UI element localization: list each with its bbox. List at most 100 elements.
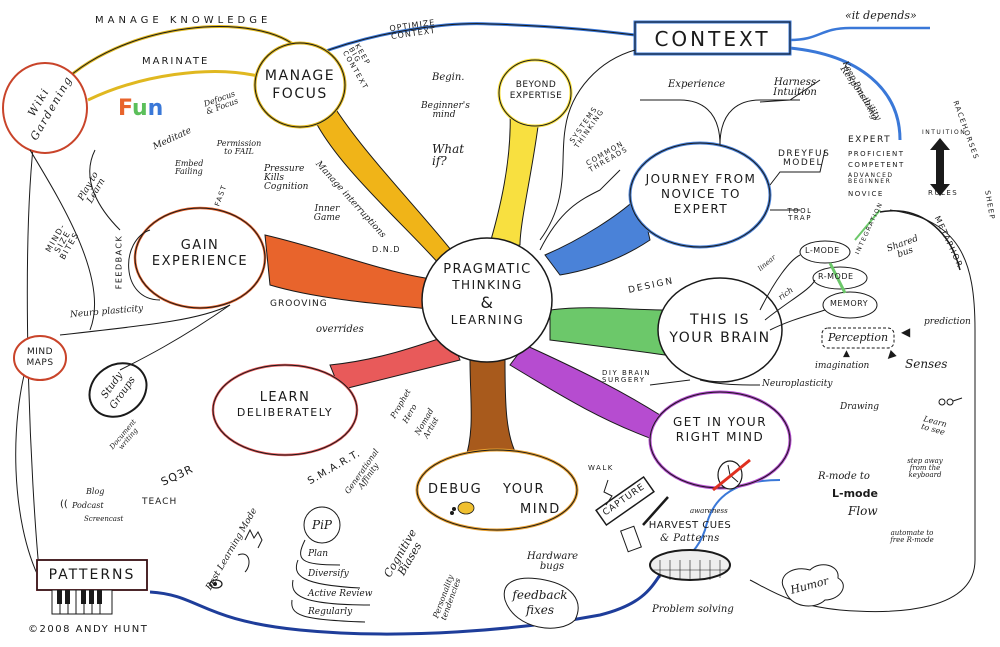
feedback-fixes-line-2: fixes xyxy=(525,603,555,617)
l-mode-node[interactable]: L-MODE xyxy=(805,246,840,255)
gain-node[interactable]: GAIN EXPERIENCE xyxy=(140,238,260,271)
intuition-rules-arrow-icon xyxy=(930,138,950,196)
label-pip-active-review: Active Review xyxy=(308,589,373,599)
label-tool-trap: TOOL TRAP xyxy=(787,207,813,222)
harvest-line-2: & Patterns xyxy=(660,532,720,544)
label-problem-solving: Problem solving xyxy=(652,604,734,615)
label-pip-plan: Plan xyxy=(308,549,329,559)
journey-ink xyxy=(629,142,771,248)
learn-ink xyxy=(212,364,358,456)
label-pressure-kills: Pressure Kills Cognition xyxy=(264,164,309,192)
label-walk: WALK xyxy=(588,464,614,472)
label-drawing: Drawing xyxy=(840,402,880,412)
walk-icon xyxy=(603,479,613,506)
label-overrides: overrides xyxy=(316,324,364,335)
humor-node-shape xyxy=(782,564,844,607)
patterns-node[interactable]: PATTERNS xyxy=(37,567,147,585)
imagination-arrow-icon: ▲ xyxy=(843,349,850,359)
label-pip-diversify: Diversify xyxy=(308,569,349,579)
label-dreyfus-proficient: PROFICIENT xyxy=(848,150,905,158)
branch-right-mind xyxy=(509,344,661,441)
glasses-icon xyxy=(938,397,963,406)
r-mode-node[interactable]: R-MODE xyxy=(818,272,854,281)
label-dreyfus-expert: EXPERT xyxy=(848,135,892,145)
gain-ink xyxy=(134,207,266,309)
hand-icon xyxy=(244,528,263,549)
context-node[interactable]: CONTEXT xyxy=(635,27,790,52)
brain-node-shape xyxy=(657,277,783,383)
label-step-away: step away from the keyboard xyxy=(907,457,943,479)
pip-node[interactable]: PiP xyxy=(304,518,340,533)
study-groups-node-shape xyxy=(88,362,148,418)
label-grooving: GROOVING xyxy=(270,299,328,309)
wiki-node-shape xyxy=(2,62,88,154)
label-dreyfus-competent: COMPETENT xyxy=(848,161,905,169)
debug-line-1: DEBUG xyxy=(428,482,483,497)
learn-node[interactable]: LEARN DELIBERATELY xyxy=(215,390,355,420)
patterns-label: PATTERNS xyxy=(48,567,136,583)
right-mind-line-2: RIGHT MIND xyxy=(675,430,765,444)
label-automate: automate to free R-mode xyxy=(890,529,934,544)
mindmaps-to-patterns xyxy=(15,359,41,581)
responsibility-curve xyxy=(789,46,902,141)
label-fun: Fun xyxy=(118,98,163,120)
broadcast-icon: (( xyxy=(60,499,68,510)
memory-node-shape xyxy=(822,291,878,319)
manage-focus-node[interactable]: MANAGE FOCUS xyxy=(262,68,338,103)
it-depends-curve xyxy=(789,26,930,42)
harvest-node[interactable]: HARVEST CUES & Patterns xyxy=(640,520,740,545)
memory-node[interactable]: MEMORY xyxy=(830,299,869,308)
label-hardware-bugs: Hardware bugs xyxy=(527,551,579,572)
manage-focus-ink xyxy=(254,42,346,128)
gain-line-1: GAIN xyxy=(180,238,220,253)
harvest-basket-weave xyxy=(652,560,728,580)
journey-node[interactable]: JOURNEY FROM NOVICE TO EXPERT xyxy=(638,172,764,217)
beyond-expertise-node[interactable]: BEYOND EXPERTISE xyxy=(500,80,572,103)
fun-letter-f: F xyxy=(118,96,132,121)
label-marinate: MARINATE xyxy=(142,56,210,67)
mind-maps-node[interactable]: MIND MAPS xyxy=(17,347,63,370)
label-experience: Experience xyxy=(668,79,726,90)
l-mode-node-shape xyxy=(799,240,851,264)
metaphor-arc xyxy=(879,210,961,271)
branch-beyond-expertise xyxy=(487,109,541,251)
mind-maps-node-shape xyxy=(13,335,67,381)
feedback-fixes-node[interactable]: feedback fixes xyxy=(505,588,575,618)
right-mind-node[interactable]: GET IN YOUR RIGHT MIND xyxy=(655,415,785,445)
label-dreyfus-novice: NOVICE xyxy=(848,190,884,198)
center-line-4: LEARNING xyxy=(450,313,525,328)
label-flow: Flow xyxy=(848,504,878,518)
journey-line-3: EXPERT xyxy=(673,202,729,216)
feedback-fixes-shape xyxy=(503,577,579,629)
right-mind-line-1: GET IN YOUR xyxy=(672,415,768,429)
beyond-expertise-line-2: EXPERTISE xyxy=(509,91,563,102)
label-inner-game: Inner Game xyxy=(313,204,341,223)
center-line-2: THINKING xyxy=(452,278,523,293)
perception-node[interactable]: Perception xyxy=(828,331,889,344)
label-harness-intuition: Harness Intuition xyxy=(773,77,817,98)
label-rules: RULES xyxy=(928,189,959,197)
patterns-blue-curve xyxy=(149,574,662,636)
brain-node[interactable]: THIS IS YOUR BRAIN xyxy=(660,312,780,347)
debug-line-3: MIND xyxy=(520,502,561,517)
harvest-line-1: HARVEST CUES xyxy=(648,520,732,531)
context-ink xyxy=(634,21,791,55)
mind-maps-line-2: MAPS xyxy=(26,358,54,369)
fun-letter-u: u xyxy=(131,96,148,121)
label-screencast: Screencast xyxy=(84,515,124,523)
label-diy-brain-surgery: DIY BRAIN SURGERY xyxy=(602,369,651,384)
center-node[interactable]: PRAGMATIC THINKING & LEARNING xyxy=(430,262,545,328)
no-clock-icon xyxy=(712,458,751,492)
integration-line xyxy=(828,262,847,294)
label-it-depends: «it depends» xyxy=(845,9,917,22)
right-mind-ink xyxy=(649,391,791,489)
pip-list-lines xyxy=(291,539,371,623)
center-node-shape xyxy=(421,237,553,363)
prediction-arrow-icon: ◀ xyxy=(901,325,911,339)
label-dreyfus-model: DREYFUS MODEL xyxy=(778,149,831,168)
notepad-icon xyxy=(620,525,642,553)
journey-line-2: NOVICE TO xyxy=(660,187,741,201)
mind-maps-line-1: MIND xyxy=(26,347,54,357)
label-embed-failing: Embed Failing xyxy=(175,159,204,176)
